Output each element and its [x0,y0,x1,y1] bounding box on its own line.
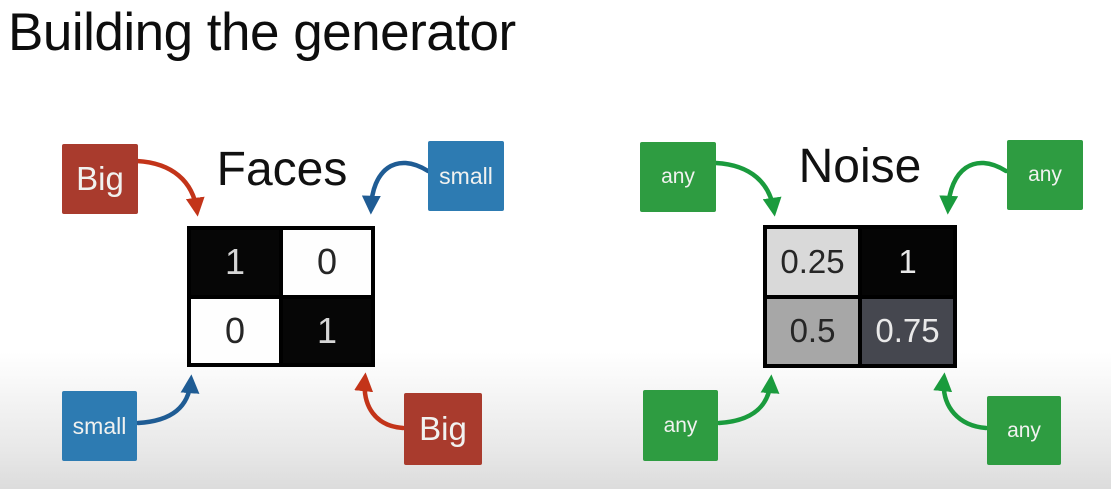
faces-label-bottom-left: small [62,391,137,461]
matrix-cell: 0 [283,230,371,295]
faces-matrix: 1 0 0 1 [187,226,375,367]
noise-label-top-right: any [1007,140,1083,210]
noise-panel-title: Noise [798,140,922,193]
matrix-cell: 1 [862,229,953,295]
noise-arrow-top-right-icon [939,160,1009,215]
matrix-cell: 0.25 [767,229,858,295]
faces-panel-title: Faces [216,143,348,196]
faces-arrow-bottom-right-icon [354,372,406,431]
noise-label-top-left: any [640,142,716,212]
matrix-cell: 1 [191,230,279,295]
faces-label-top-left: Big [62,144,138,214]
faces-arrow-bottom-left-icon [135,374,200,426]
noise-arrow-bottom-right-icon [933,372,989,431]
faces-label-bottom-right: Big [404,393,482,465]
faces-arrow-top-right-icon [361,160,431,215]
matrix-cell: 0.75 [862,298,953,364]
matrix-cell: 0 [191,298,279,363]
noise-arrow-bottom-left-icon [716,374,780,426]
noise-matrix: 0.25 1 0.5 0.75 [763,225,957,368]
matrix-cell: 1 [283,298,371,363]
noise-label-bottom-left: any [643,390,718,461]
noise-label-bottom-right: any [987,396,1061,465]
faces-label-top-right: small [428,141,504,211]
matrix-cell: 0.5 [767,298,858,364]
slide-title: Building the generator [8,3,516,62]
